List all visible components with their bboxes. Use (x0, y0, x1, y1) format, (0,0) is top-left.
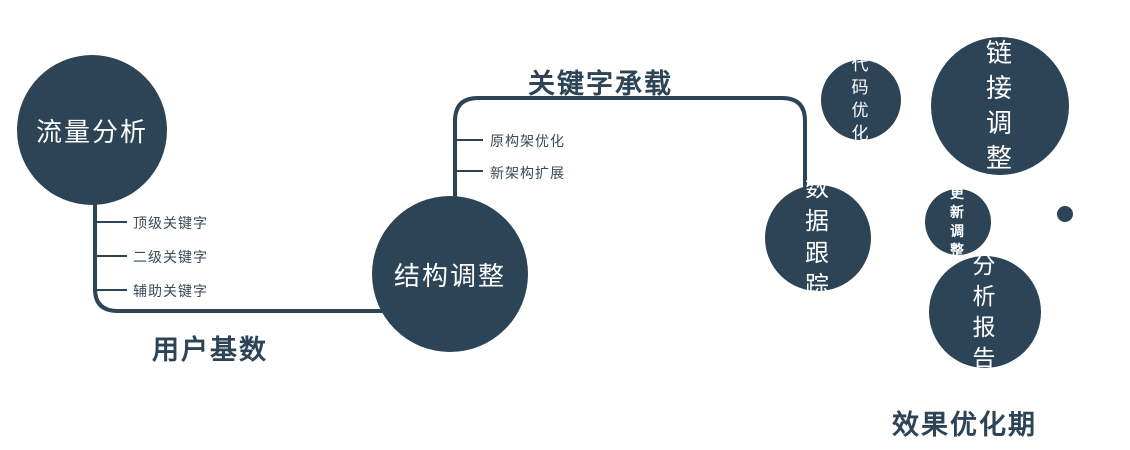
node-traffic-analysis: 流量分析 (17, 55, 167, 205)
node-small-dot (1057, 206, 1073, 222)
branch-label-aux-keyword: 辅助关键字 (133, 283, 208, 299)
node-structure-adjust: 结构调整 (372, 196, 528, 352)
caption-effect-optimize-period: 效果优化期 (892, 410, 1037, 440)
branch-label-second-keyword: 二级关键字 (133, 249, 208, 265)
branch-label-orig-arch-optimize: 原构架优化 (490, 133, 565, 149)
node-link-adjust-label: 链接调整 (985, 37, 1014, 174)
node-link-adjust: 链接调整 (931, 37, 1069, 175)
edge-label-keyword-carry: 关键字承载 (528, 69, 673, 99)
node-data-tracking-label: 数据跟踪 (805, 175, 831, 300)
node-traffic-analysis-label: 流量分析 (35, 116, 148, 147)
node-update-adjust: 更新调整 (925, 185, 991, 258)
node-code-optimize-label: 代码优化 (851, 55, 871, 143)
branch-label-top-keyword: 顶级关键字 (133, 215, 208, 231)
edge-label-user-base: 用户基数 (152, 335, 268, 365)
node-code-optimize: 代码优化 (821, 55, 901, 143)
node-structure-adjust-label: 结构调整 (393, 260, 506, 291)
node-data-tracking: 数据跟踪 (765, 175, 871, 299)
node-update-adjust-label: 更新调整 (950, 185, 966, 258)
edge-structure-to-tracking (453, 96, 807, 270)
branch-label-new-arch-expand: 新架构扩展 (490, 165, 565, 181)
node-analysis-report-label: 分析报告 (972, 251, 998, 372)
node-analysis-report: 分析报告 (929, 252, 1041, 371)
